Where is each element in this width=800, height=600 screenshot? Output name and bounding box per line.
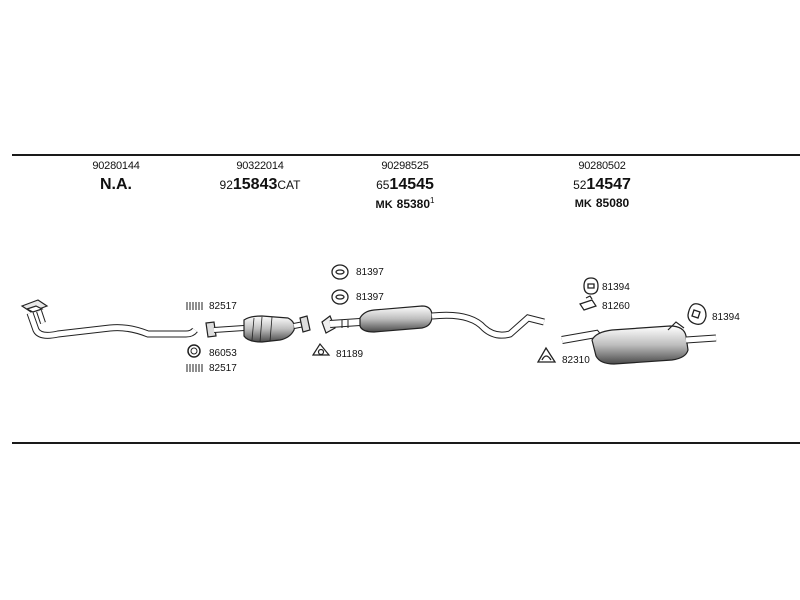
ref-number: 90280144	[92, 160, 140, 172]
ref-number: 90280502	[578, 160, 626, 172]
rubber-hanger-icon	[583, 277, 599, 295]
ref-number: 90322014	[236, 160, 284, 172]
top-divider	[12, 154, 800, 156]
part-label-hanger: 81394	[712, 312, 740, 323]
rubber-hanger-icon	[331, 289, 349, 305]
rear-silencer	[561, 321, 717, 365]
part-label-clamp: 82517	[209, 301, 237, 312]
bracket-icon	[579, 295, 597, 311]
rubber-hanger-icon	[687, 303, 707, 325]
gasket-icon	[311, 342, 331, 356]
part-number: 5214547	[552, 177, 652, 193]
u-clip-icon	[536, 346, 557, 363]
part-prefix: 52	[573, 178, 587, 192]
part-main: 14545	[389, 176, 434, 193]
mk-note: 1	[430, 196, 435, 205]
part-label-gasket: 81189	[336, 349, 364, 360]
part-label-hanger: 81397	[356, 292, 384, 303]
part-suffix: CAT	[277, 178, 301, 192]
rubber-hanger-icon	[331, 264, 349, 280]
column-front-pipe: 90280144 N.A.	[78, 161, 154, 193]
part-number: 9215843CAT	[205, 177, 315, 193]
part-main: 14547	[586, 176, 631, 193]
part-number: N.A.	[100, 176, 132, 193]
catalytic-converter	[205, 315, 311, 343]
mk-prefix: MK	[375, 199, 393, 211]
clamp-icon	[186, 364, 203, 372]
part-prefix: 92	[219, 178, 233, 192]
clamp-icon	[186, 302, 203, 310]
part-prefix: 65	[376, 178, 390, 192]
part-label-bracket: 81260	[602, 301, 630, 312]
part-label-hanger: 81397	[356, 267, 384, 278]
mk-prefix: MK	[574, 198, 592, 210]
front-pipe	[20, 299, 198, 339]
part-label-ring: 86053	[209, 348, 237, 359]
mk-value: 85080	[595, 196, 630, 210]
sealing-ring-icon	[187, 344, 201, 358]
part-label-hanger: 81394	[602, 282, 630, 293]
part-number: 6514545	[355, 177, 455, 193]
part-main: 15843	[232, 176, 278, 193]
bottom-divider	[12, 442, 800, 444]
middle-silencer	[321, 305, 545, 339]
mk-value: 85380	[396, 197, 431, 211]
part-label-clamp: 82517	[209, 363, 237, 374]
column-catalyst: 90322014 9215843CAT	[205, 161, 315, 193]
part-label-clip: 82310	[562, 355, 590, 366]
ref-number: 90298525	[381, 160, 429, 172]
